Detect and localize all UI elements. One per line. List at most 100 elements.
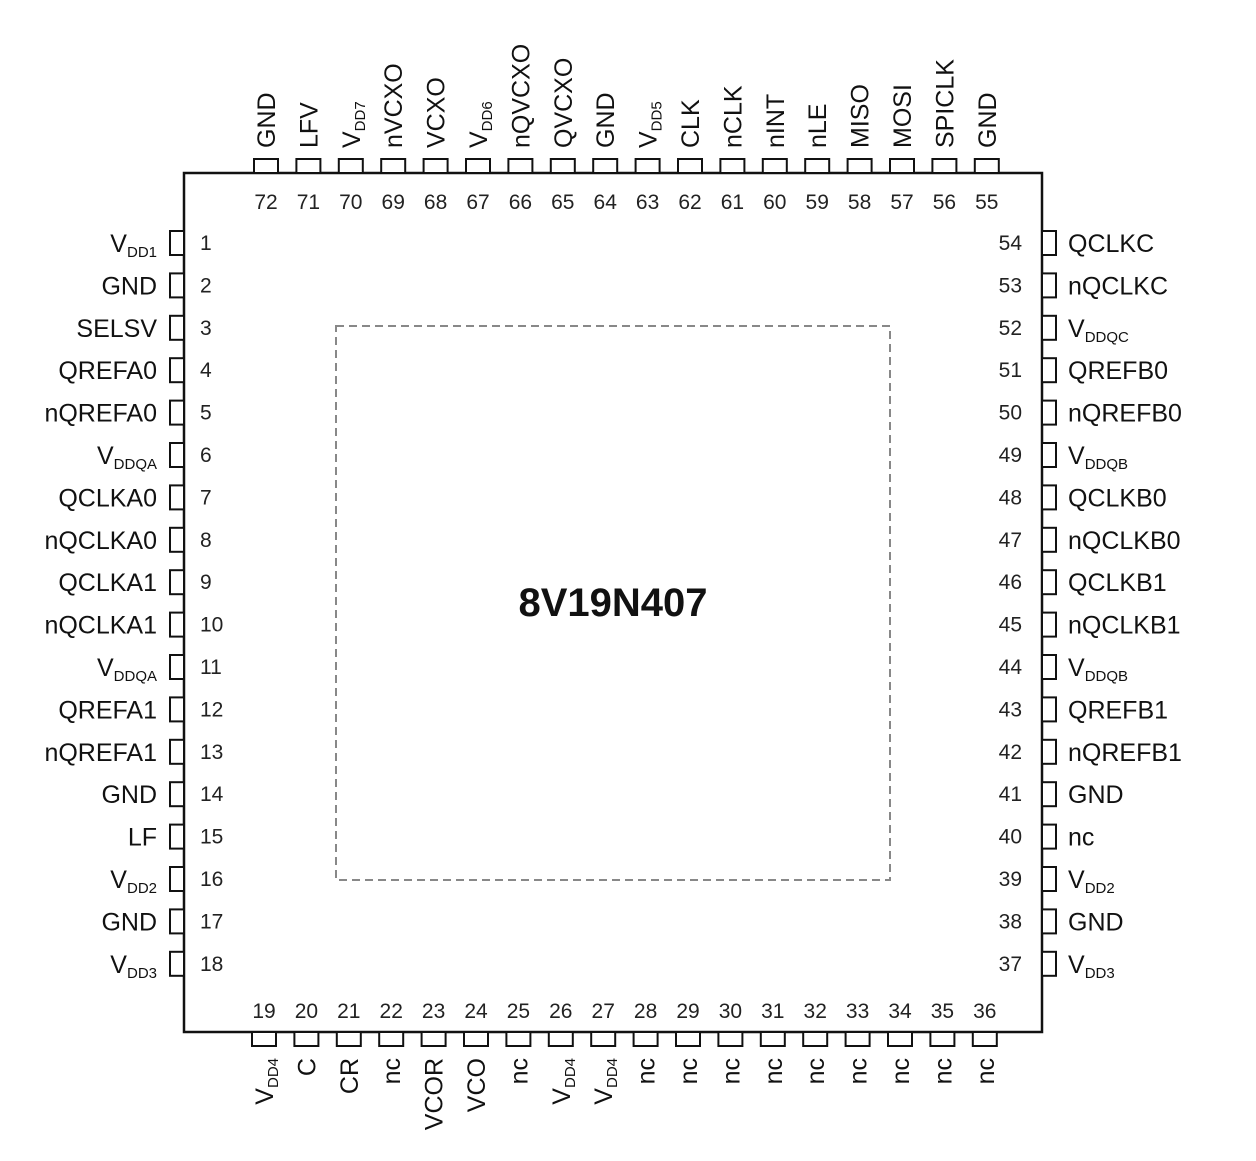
- pin-31-pad: [759, 1031, 786, 1047]
- pin-37-label: VDD3: [1068, 951, 1115, 982]
- pin-64-label: GND: [592, 92, 620, 148]
- exposed-pad: [335, 325, 891, 881]
- pin-68-pad: [422, 158, 449, 174]
- pin-60-label: nINT: [762, 94, 790, 148]
- pin-48-label: QCLKB0: [1068, 484, 1167, 512]
- pin-33-pad: [844, 1031, 871, 1047]
- pin-21-pad: [335, 1031, 362, 1047]
- pin-28-number: 28: [634, 1000, 657, 1023]
- pin-33-label: nc: [845, 1058, 873, 1084]
- pin-45-pad: [1041, 611, 1057, 638]
- pin-40-pad: [1041, 823, 1057, 850]
- pin-23-label: VCOR: [421, 1058, 449, 1130]
- pin-60-pad: [761, 158, 788, 174]
- pin-18-pad: [169, 950, 185, 977]
- pin-43-pad: [1041, 696, 1057, 723]
- pin-38-number: 38: [999, 910, 1022, 933]
- pin-37-number: 37: [999, 953, 1022, 976]
- pin-30-label: nc: [717, 1058, 745, 1084]
- pin-12-label: QREFA1: [58, 696, 157, 724]
- pin-2-pad: [169, 272, 185, 299]
- pin-69-label: nVCXO: [380, 63, 408, 148]
- pin-40-number: 40: [999, 826, 1022, 849]
- pin-33-number: 33: [846, 1000, 869, 1023]
- pin-26-pad: [547, 1031, 574, 1047]
- pin-15-number: 15: [200, 826, 223, 849]
- pin-10-label: nQCLKA1: [44, 612, 157, 640]
- pin-35-label: nc: [929, 1058, 957, 1084]
- pin-65-number: 65: [551, 191, 574, 214]
- pin-50-number: 50: [999, 402, 1022, 425]
- pin-40-label: nc: [1068, 824, 1094, 852]
- pin-66-pad: [507, 158, 534, 174]
- pin-18-number: 18: [200, 953, 223, 976]
- pin-60-number: 60: [763, 191, 786, 214]
- pin-10-pad: [169, 611, 185, 638]
- pin-5-pad: [169, 399, 185, 426]
- pin-70-number: 70: [339, 191, 362, 214]
- pin-43-label: QREFB1: [1068, 696, 1168, 724]
- pin-38-pad: [1041, 908, 1057, 935]
- pin-30-pad: [717, 1031, 744, 1047]
- pin-2-number: 2: [200, 274, 212, 297]
- pin-55-number: 55: [975, 191, 998, 214]
- pin-63-number: 63: [636, 191, 659, 214]
- pin-27-label: VDD4: [590, 1058, 621, 1105]
- pin-23-pad: [420, 1031, 447, 1047]
- pin-25-number: 25: [507, 1000, 530, 1023]
- pin-36-number: 36: [973, 1000, 996, 1023]
- pin-58-number: 58: [848, 191, 871, 214]
- pin-20-label: C: [293, 1058, 321, 1076]
- pin-63-label: VDD5: [635, 101, 666, 148]
- pin-13-number: 13: [200, 741, 223, 764]
- pin-52-number: 52: [999, 317, 1022, 340]
- pin-10-number: 10: [200, 614, 223, 637]
- pin-41-number: 41: [999, 783, 1022, 806]
- pin-32-label: nc: [802, 1058, 830, 1084]
- pin-23-number: 23: [422, 1000, 445, 1023]
- pin-51-pad: [1041, 357, 1057, 384]
- pin-68-number: 68: [424, 191, 447, 214]
- pin-22-pad: [378, 1031, 405, 1047]
- pin-26-number: 26: [549, 1000, 572, 1023]
- pin-43-number: 43: [999, 698, 1022, 721]
- pin-16-label: VDD2: [110, 866, 157, 897]
- pin-69-number: 69: [382, 191, 405, 214]
- pin-36-pad: [971, 1031, 998, 1047]
- pin-1-label: VDD1: [110, 230, 157, 261]
- pin-17-number: 17: [200, 910, 223, 933]
- pin-37-pad: [1041, 950, 1057, 977]
- pin-35-number: 35: [931, 1000, 954, 1023]
- pin-70-pad: [337, 158, 364, 174]
- pin-47-pad: [1041, 526, 1057, 553]
- pin-7-number: 7: [200, 486, 212, 509]
- pin-59-number: 59: [806, 191, 829, 214]
- pin-51-number: 51: [999, 359, 1022, 382]
- pin-27-number: 27: [592, 1000, 615, 1023]
- pin-71-number: 71: [297, 191, 320, 214]
- pin-30-number: 30: [719, 1000, 742, 1023]
- pin-47-number: 47: [999, 529, 1022, 552]
- pin-53-pad: [1041, 272, 1057, 299]
- pin-31-label: nc: [760, 1058, 788, 1084]
- pin-41-pad: [1041, 781, 1057, 808]
- pin-17-label: GND: [101, 908, 157, 936]
- pin-46-number: 46: [999, 571, 1022, 594]
- pin-61-label: nCLK: [719, 85, 747, 148]
- pin-21-number: 21: [337, 1000, 360, 1023]
- pin-4-pad: [169, 357, 185, 384]
- pin-61-pad: [719, 158, 746, 174]
- chip-name: 8V19N407: [518, 581, 707, 625]
- pin-42-label: nQREFB1: [1068, 739, 1182, 767]
- pin-19-number: 19: [252, 1000, 275, 1023]
- pin-11-pad: [169, 654, 185, 680]
- pin-72-pad: [253, 158, 279, 174]
- pin-15-label: LF: [128, 824, 157, 852]
- pin-1-pad: [169, 230, 185, 256]
- pin-9-number: 9: [200, 571, 212, 594]
- pin-49-label: VDDQB: [1068, 442, 1128, 473]
- pin-24-number: 24: [464, 1000, 488, 1023]
- pin-7-label: QCLKA0: [58, 484, 157, 512]
- pin-49-pad: [1041, 442, 1057, 468]
